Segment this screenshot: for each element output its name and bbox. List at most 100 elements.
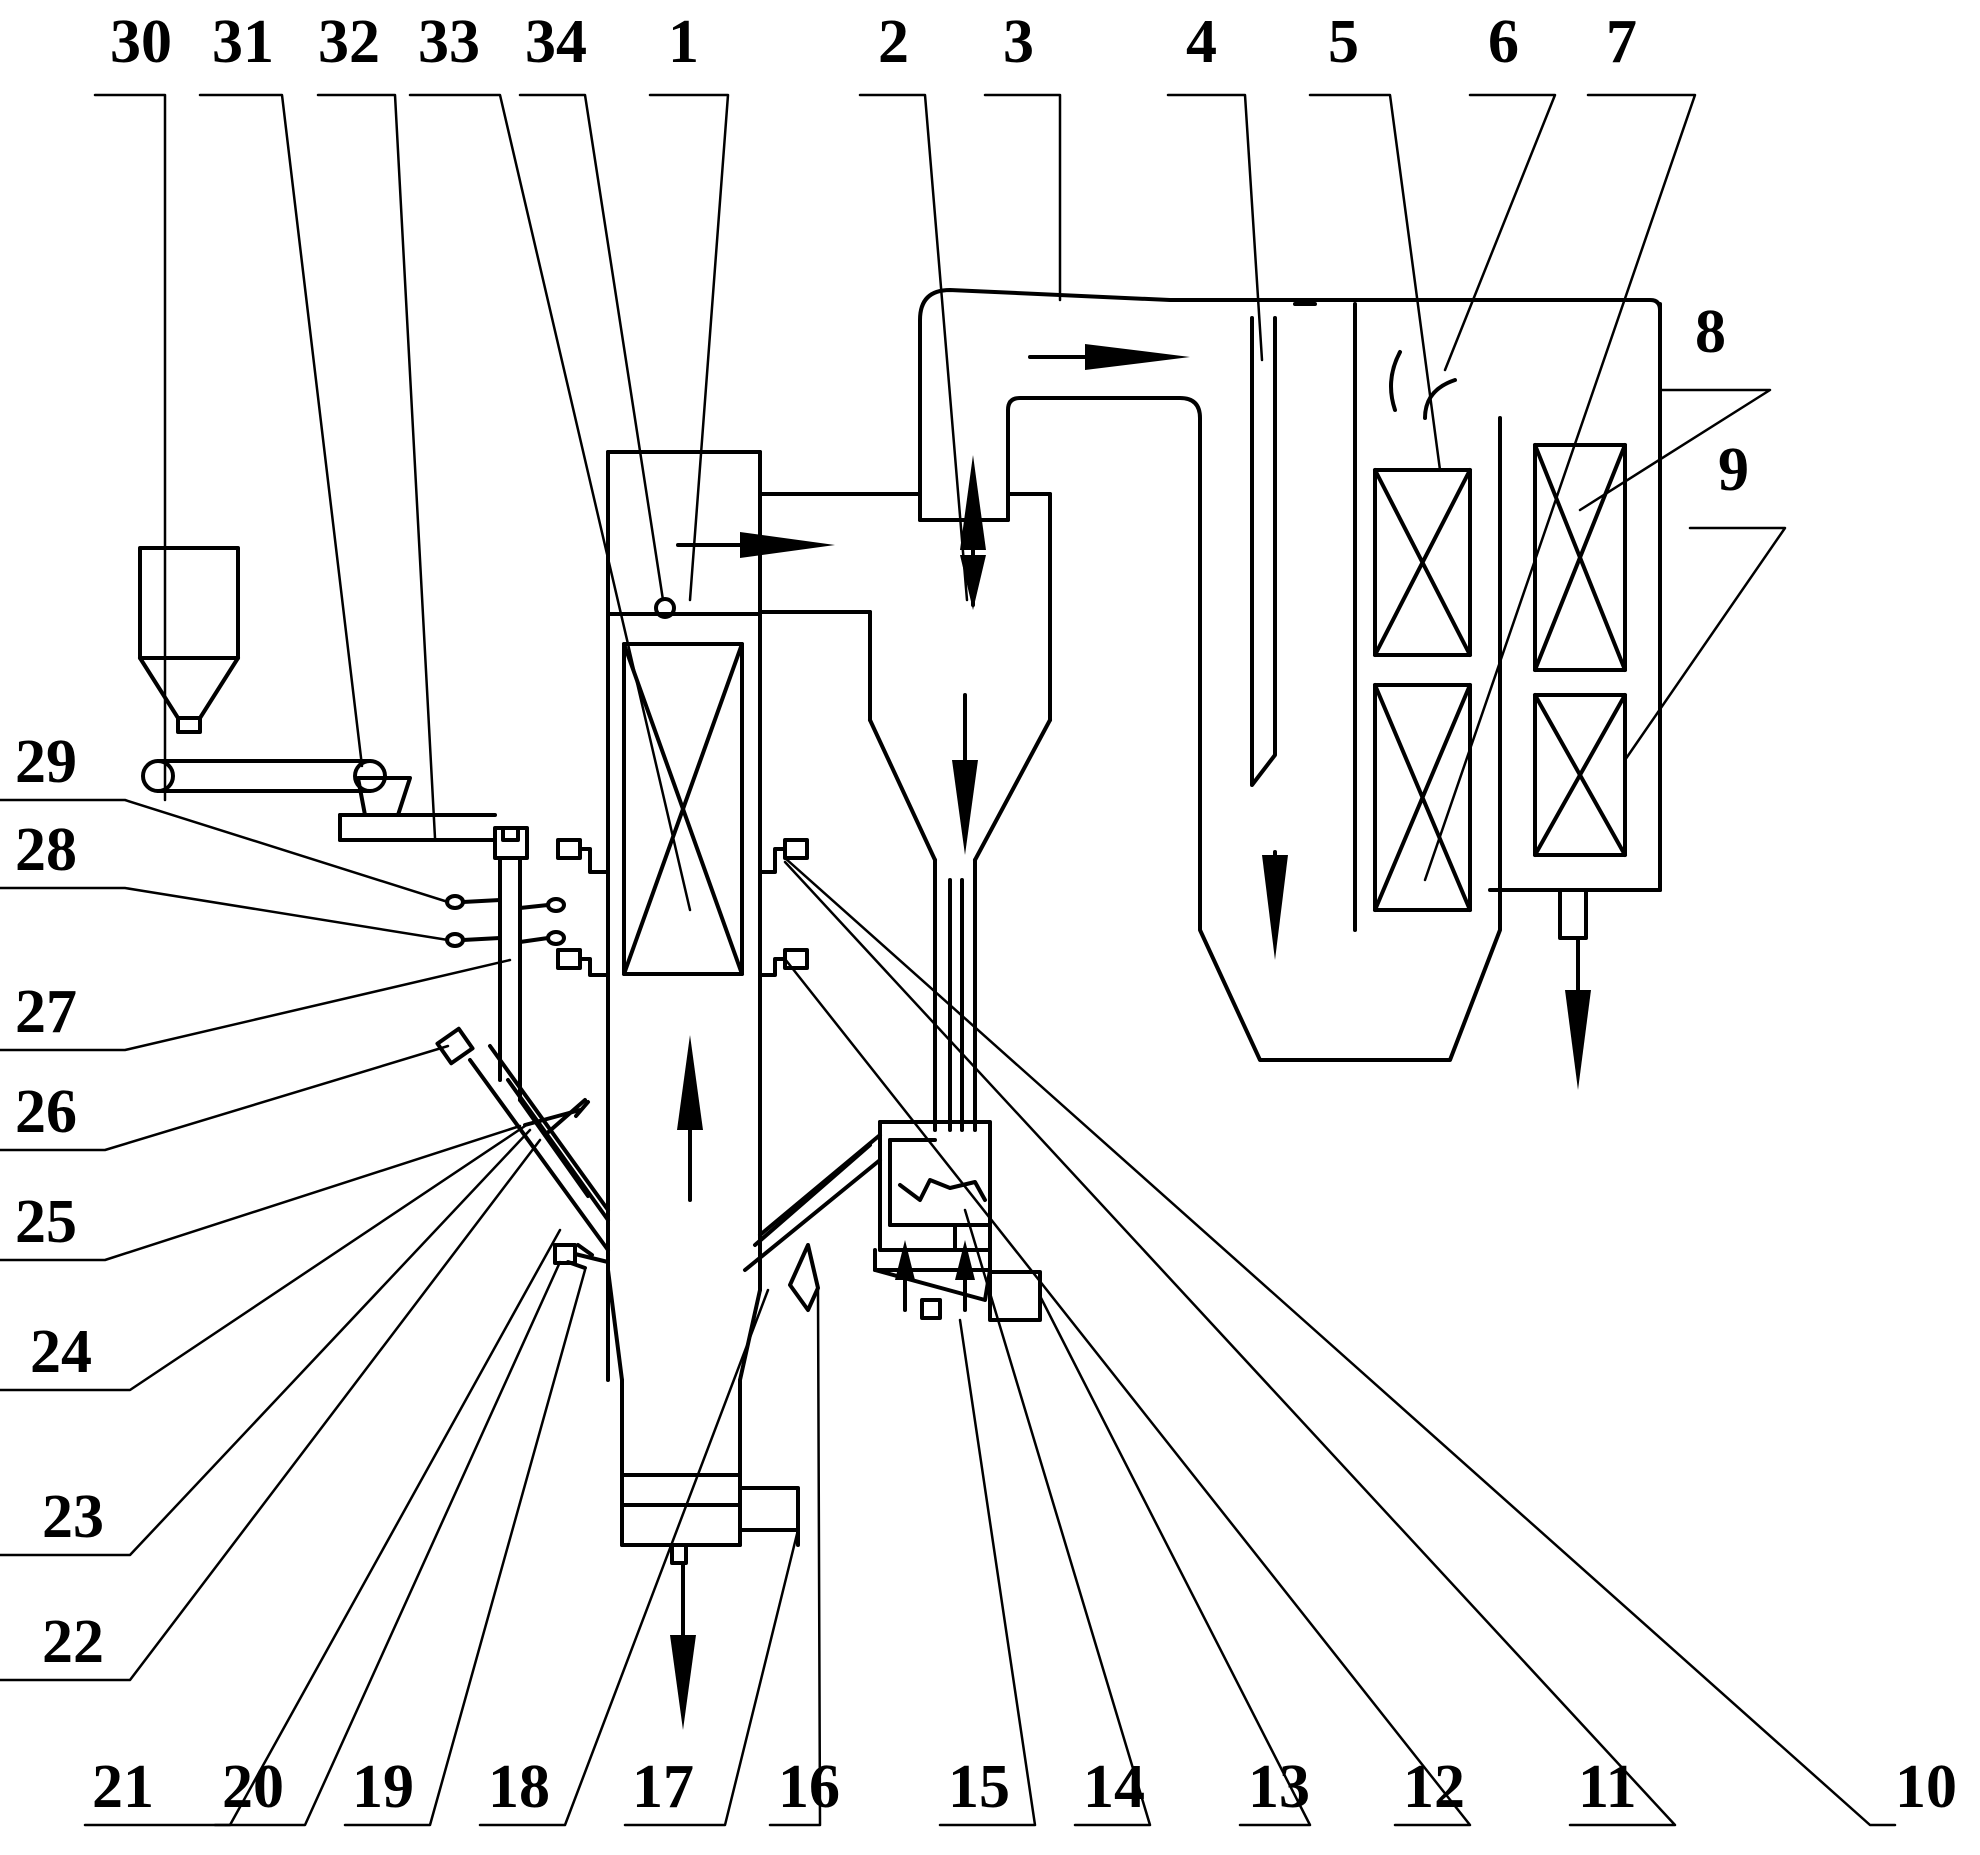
leader-22 bbox=[0, 1138, 542, 1682]
leader-26 bbox=[0, 1044, 450, 1152]
leader-5 bbox=[1308, 93, 1442, 472]
label-8: 8 bbox=[1695, 298, 1726, 366]
label-26: 26 bbox=[15, 1078, 77, 1146]
arrow-seal-up-right bbox=[955, 1240, 975, 1312]
leader-15 bbox=[938, 1318, 1037, 1827]
leader-25 bbox=[0, 1124, 522, 1262]
leader-20 bbox=[213, 1260, 562, 1827]
leader-19 bbox=[343, 1268, 587, 1827]
arrow-riser-up bbox=[677, 1035, 703, 1202]
leader-31 bbox=[198, 93, 364, 768]
ash-valve bbox=[788, 1243, 820, 1312]
label-6: 6 bbox=[1488, 8, 1519, 76]
arrow-duct-3 bbox=[1028, 344, 1190, 370]
leader-4 bbox=[1166, 93, 1264, 362]
arrow-boiler-down bbox=[1262, 850, 1288, 960]
return-leg bbox=[743, 1133, 882, 1272]
leader-32 bbox=[316, 93, 437, 840]
label-7: 7 bbox=[1606, 8, 1637, 76]
heat-exchanger-bank-7 bbox=[1373, 683, 1472, 912]
leader-11 bbox=[783, 860, 1677, 1827]
leader-17 bbox=[623, 1528, 800, 1827]
arrow-riser-outlet bbox=[676, 532, 835, 558]
label-23: 23 bbox=[42, 1483, 104, 1551]
flow-arrows bbox=[670, 344, 1591, 1730]
label-3: 3 bbox=[1003, 8, 1034, 76]
label-10: 10 bbox=[1895, 1753, 1957, 1821]
arrow-seal-up-left bbox=[895, 1240, 915, 1312]
label-19: 19 bbox=[352, 1753, 414, 1821]
leader-9 bbox=[1623, 526, 1787, 762]
leader-34 bbox=[518, 93, 665, 602]
feed-hopper bbox=[138, 546, 240, 734]
leader-1 bbox=[648, 93, 730, 602]
label-31: 31 bbox=[212, 8, 274, 76]
leader-2 bbox=[858, 93, 969, 602]
label-30: 30 bbox=[110, 8, 172, 76]
leader-27 bbox=[0, 958, 512, 1052]
arrow-bottom-out bbox=[670, 1561, 696, 1730]
heat-exchanger-bank-8 bbox=[1533, 443, 1627, 672]
leader-29 bbox=[0, 798, 450, 904]
leader-8 bbox=[1578, 388, 1772, 512]
feed-pipe bbox=[498, 856, 522, 1102]
label-21: 21 bbox=[92, 1753, 154, 1821]
label-14: 14 bbox=[1083, 1753, 1145, 1821]
arrow-cyclone-inner-down bbox=[960, 496, 986, 610]
leader-14 bbox=[963, 1208, 1152, 1827]
label-20: 20 bbox=[222, 1753, 284, 1821]
label-15: 15 bbox=[948, 1753, 1010, 1821]
leader-33 bbox=[408, 93, 692, 912]
label-17: 17 bbox=[632, 1753, 694, 1821]
leader-23 bbox=[0, 1128, 532, 1557]
part-labels: 30 31 32 33 34 1 2 3 4 5 6 7 8 9 29 28 2… bbox=[15, 8, 1957, 1821]
label-1: 1 bbox=[668, 8, 699, 76]
belt-conveyor bbox=[141, 759, 387, 793]
screw-feeder bbox=[338, 813, 529, 860]
label-33: 33 bbox=[418, 8, 480, 76]
leader-10 bbox=[783, 856, 1897, 1827]
arrow-outlet-down bbox=[1565, 936, 1591, 1090]
sensor-34 bbox=[654, 597, 676, 619]
flue-gas-duct bbox=[918, 288, 1662, 1062]
label-4: 4 bbox=[1186, 8, 1217, 76]
riser-column bbox=[606, 450, 800, 1565]
leader-7 bbox=[1423, 93, 1697, 882]
label-11: 11 bbox=[1578, 1753, 1637, 1821]
label-13: 13 bbox=[1248, 1753, 1310, 1821]
arrow-cyclone-down bbox=[952, 693, 978, 855]
leader-28 bbox=[0, 886, 450, 942]
guide-vanes bbox=[1389, 350, 1457, 420]
leader-13 bbox=[1038, 1294, 1312, 1827]
leader-16 bbox=[768, 1288, 822, 1827]
label-24: 24 bbox=[30, 1318, 92, 1386]
label-28: 28 bbox=[15, 816, 77, 884]
loop-seal bbox=[873, 1120, 1042, 1322]
leader-30 bbox=[93, 93, 167, 802]
label-12: 12 bbox=[1403, 1753, 1465, 1821]
riser-outlet-duct bbox=[758, 492, 922, 722]
inclined-feed-chute bbox=[435, 1026, 610, 1270]
label-18: 18 bbox=[488, 1753, 550, 1821]
riser-nozzles bbox=[553, 838, 809, 1265]
label-9: 9 bbox=[1718, 436, 1749, 504]
back-pass-outlet bbox=[1558, 888, 1588, 940]
feed-valves bbox=[445, 894, 566, 948]
baffle-plate bbox=[1250, 316, 1277, 787]
leader-6 bbox=[1443, 93, 1557, 372]
leader-24 bbox=[0, 1124, 527, 1392]
heat-exchanger-bank-5 bbox=[1373, 468, 1472, 657]
label-25: 25 bbox=[15, 1188, 77, 1256]
label-27: 27 bbox=[15, 978, 77, 1046]
label-29: 29 bbox=[15, 728, 77, 796]
leader-3 bbox=[983, 93, 1062, 302]
riser-heat-exchanger bbox=[622, 642, 744, 976]
label-34: 34 bbox=[525, 8, 587, 76]
label-32: 32 bbox=[318, 8, 380, 76]
equipment-drawing bbox=[138, 288, 1662, 1565]
label-16: 16 bbox=[778, 1753, 840, 1821]
label-2: 2 bbox=[878, 8, 909, 76]
heat-exchanger-bank-9 bbox=[1533, 693, 1627, 857]
